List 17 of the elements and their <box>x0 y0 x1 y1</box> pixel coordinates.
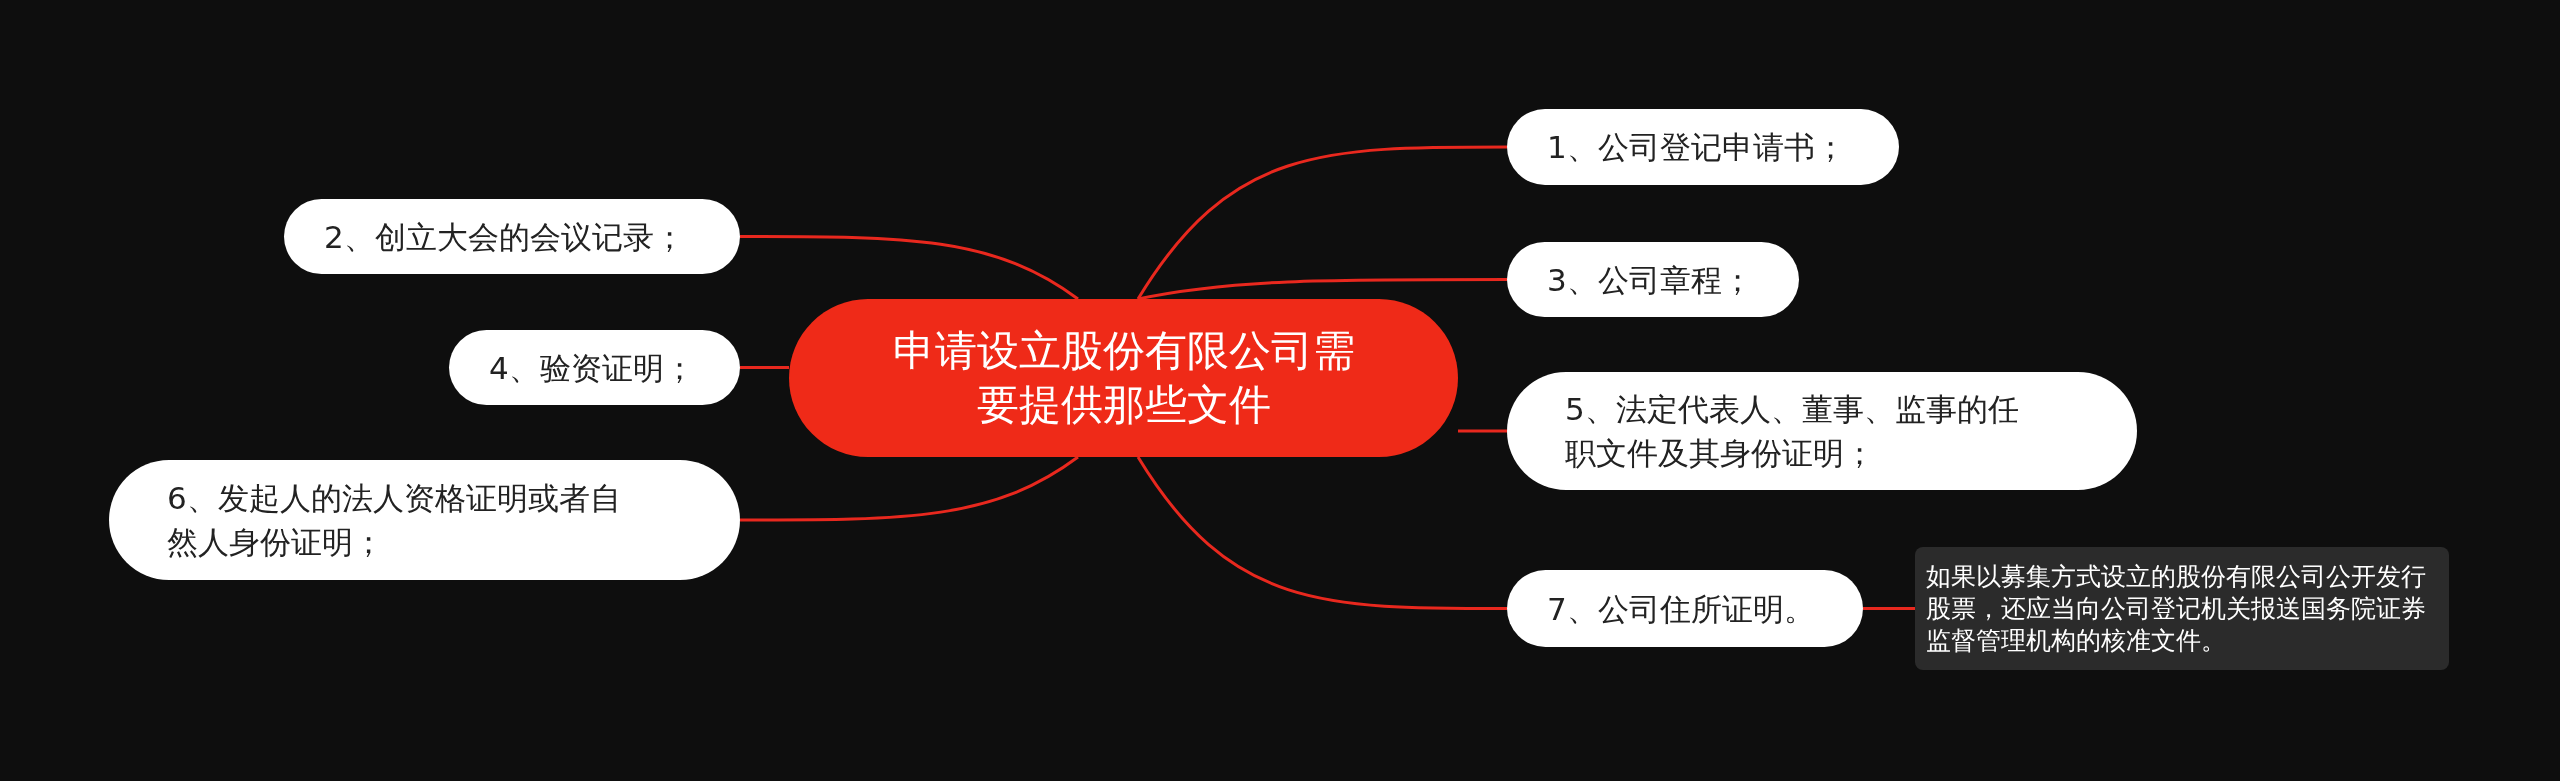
connector-line <box>1136 456 1507 610</box>
topic-box: 7、公司住所证明。 <box>1507 570 1863 647</box>
connector-line <box>740 455 1079 522</box>
connector-line <box>1458 429 1507 433</box>
connector-line <box>1863 607 1915 610</box>
topic-box: 4、验资证明； <box>449 330 740 405</box>
topic-box: 2、创立大会的会议记录； <box>284 199 740 274</box>
topic-box: 5、法定代表人、董事、监事的任职文件及其身份证明； <box>1507 372 2137 490</box>
connector-line <box>1137 278 1507 301</box>
connector-line <box>740 235 1079 301</box>
connector-line <box>740 366 789 369</box>
topic-box: 6、发起人的法人资格证明或者自然人身份证明； <box>109 460 740 580</box>
connector-line <box>1136 145 1507 300</box>
central-topic-box: 申请设立股份有限公司需要提供那些文件 <box>789 299 1458 457</box>
topic-box: 1、公司登记申请书； <box>1507 109 1899 185</box>
note-box: 如果以募集方式设立的股份有限公司公开发行股票，还应当向公司登记机关报送国务院证券监督管理机构的核准文件。 <box>1915 547 2449 670</box>
topic-box: 3、公司章程； <box>1507 242 1799 317</box>
